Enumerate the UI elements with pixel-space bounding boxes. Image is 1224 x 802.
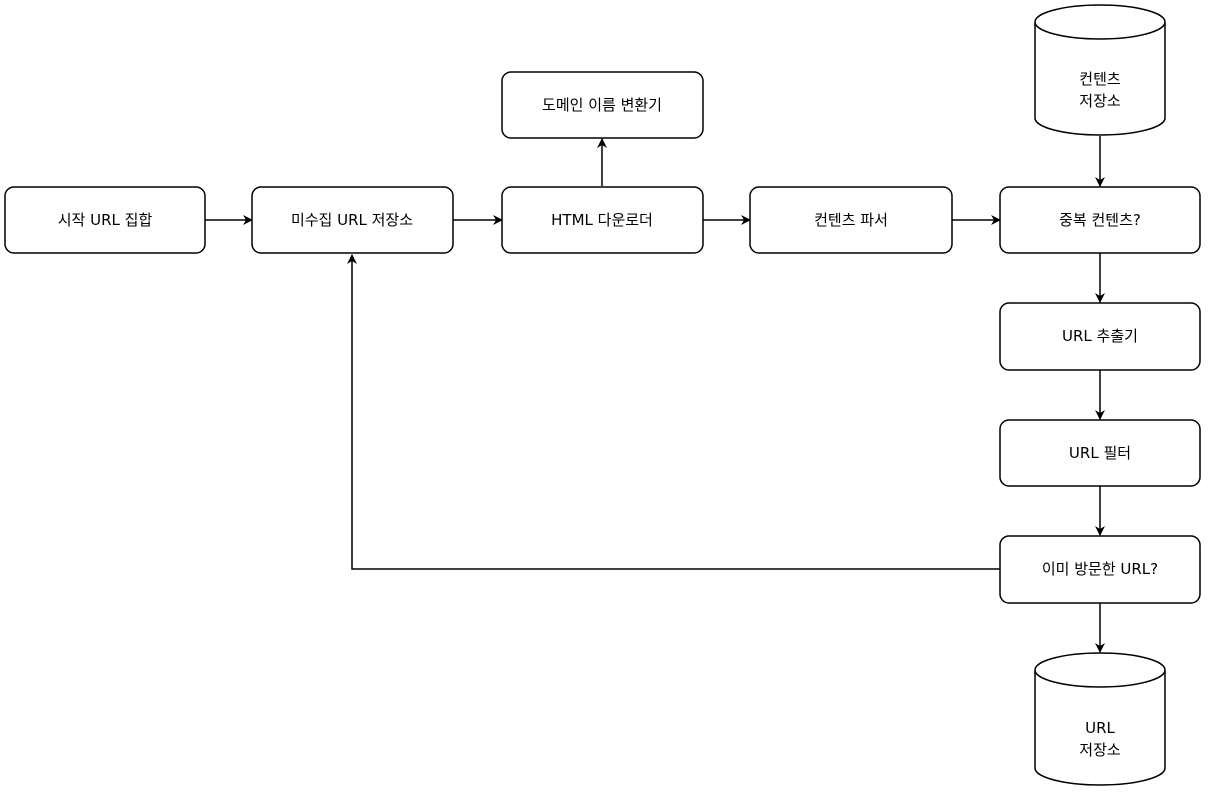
node-seed-urls: 시작 URL 집합 bbox=[4, 186, 206, 254]
node-content-parser-label: 컨텐츠 파서 bbox=[814, 211, 888, 229]
node-content-seen-label: 중복 컨텐츠? bbox=[1059, 211, 1141, 229]
node-url-storage-label-2: 저장소 bbox=[1079, 741, 1121, 759]
node-url-seen-label: 이미 방문한 URL? bbox=[1042, 560, 1158, 578]
node-seed-urls-label: 시작 URL 집합 bbox=[58, 211, 153, 229]
node-dns-resolver: 도메인 이름 변환기 bbox=[501, 71, 704, 139]
node-url-frontier: 미수집 URL 저장소 bbox=[251, 186, 454, 254]
node-url-extractor: URL 추출기 bbox=[999, 302, 1201, 371]
node-html-downloader: HTML 다운로더 bbox=[501, 186, 704, 254]
node-content-seen: 중복 컨텐츠? bbox=[999, 186, 1201, 254]
edges bbox=[205, 136, 1105, 653]
edge-url-seen-to-frontier bbox=[347, 254, 1000, 570]
node-dns-resolver-label: 도메인 이름 변환기 bbox=[542, 96, 662, 114]
node-url-storage: URL 저장소 bbox=[1034, 652, 1166, 786]
node-url-extractor-label: URL 추출기 bbox=[1062, 327, 1138, 345]
node-url-filter-label: URL 필터 bbox=[1069, 444, 1131, 462]
node-url-frontier-label: 미수집 URL 저장소 bbox=[291, 211, 413, 229]
node-html-downloader-label: HTML 다운로더 bbox=[551, 211, 653, 229]
node-url-filter: URL 필터 bbox=[999, 419, 1201, 487]
node-content-parser: 컨텐츠 파서 bbox=[749, 186, 953, 254]
node-url-storage-label-1: URL bbox=[1085, 719, 1115, 737]
node-url-seen: 이미 방문한 URL? bbox=[999, 535, 1201, 604]
node-content-storage-label-2: 저장소 bbox=[1079, 92, 1121, 110]
node-content-storage-label-1: 컨텐츠 bbox=[1079, 70, 1121, 88]
node-content-storage: 컨텐츠 저장소 bbox=[1034, 4, 1166, 136]
